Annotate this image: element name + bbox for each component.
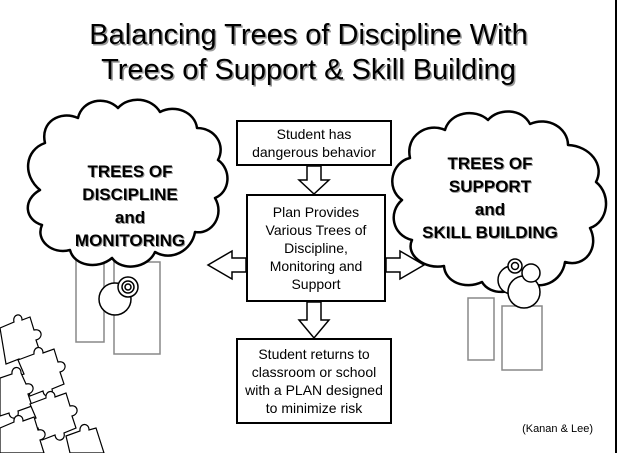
left-tree-line-2: DISCIPLINE: [82, 185, 178, 204]
arrow-down-top: [297, 165, 331, 196]
top-box: Student has dangerous behavior: [236, 120, 392, 166]
left-tree-canopy: [26, 98, 229, 268]
right-tree-line-4: SKILL BUILDING: [422, 223, 558, 242]
middle-box-line-3: Discipline,: [284, 240, 348, 256]
right-ornament-c: [521, 263, 541, 283]
bottom-box-line-3: with a PLAN designed: [245, 382, 383, 398]
bottom-box: Student returns to classroom or school w…: [236, 338, 392, 424]
right-tree-label: TREES OF SUPPORT and SKILL BUILDING: [400, 152, 580, 244]
right-tree-line-1: TREES OF: [447, 154, 533, 173]
title-line-1: Balancing Trees of Discipline With: [89, 19, 528, 51]
left-tree-line-4: MONITORING: [74, 231, 186, 250]
middle-box: Plan Provides Various Trees of Disciplin…: [246, 194, 386, 302]
middle-box-line-2: Various Trees of: [265, 222, 367, 238]
middle-box-line-4: Monitoring and: [269, 258, 363, 274]
title-line-2: Trees of Support & Skill Building: [101, 54, 516, 86]
right-tree-canopy: [391, 110, 608, 294]
middle-box-line-1: Plan Provides: [272, 204, 360, 220]
right-ornament-dot: [510, 261, 520, 271]
right-tree-line-3: and: [474, 200, 506, 219]
middle-box-line-5: Support: [291, 276, 341, 292]
arrows: [206, 165, 426, 340]
left-tree-line-3: and: [114, 208, 146, 227]
left-tree-ornaments: [98, 276, 139, 316]
bottom-box-line-1: Student returns to: [258, 346, 370, 362]
right-tree-trunks: [467, 297, 543, 371]
arrow-right: [385, 249, 426, 281]
right-trunk-1: [467, 297, 495, 361]
left-tree-line-1: TREES OF: [87, 162, 173, 181]
right-tree-line-2: SUPPORT: [448, 177, 532, 196]
top-box-line-2: dangerous behavior: [252, 144, 376, 160]
top-box-line-1: Student has: [276, 126, 352, 142]
right-trunk-2: [501, 305, 543, 371]
left-tree-label: TREES OF DISCIPLINE and MONITORING: [40, 160, 220, 252]
puzzle-pieces-icon: [0, 314, 105, 453]
left-ornament-dot: [124, 283, 132, 291]
bottom-box-line-4: to minimize risk: [265, 400, 363, 416]
arrow-left: [206, 249, 247, 281]
slide-title: Balancing Trees of Discipline With Trees…: [0, 18, 615, 88]
credit-text: (Kanan & Lee): [522, 423, 593, 435]
right-tree-ornaments: [497, 258, 541, 309]
arrow-down-bottom: [297, 301, 331, 340]
bottom-box-line-2: classroom or school: [251, 364, 377, 380]
